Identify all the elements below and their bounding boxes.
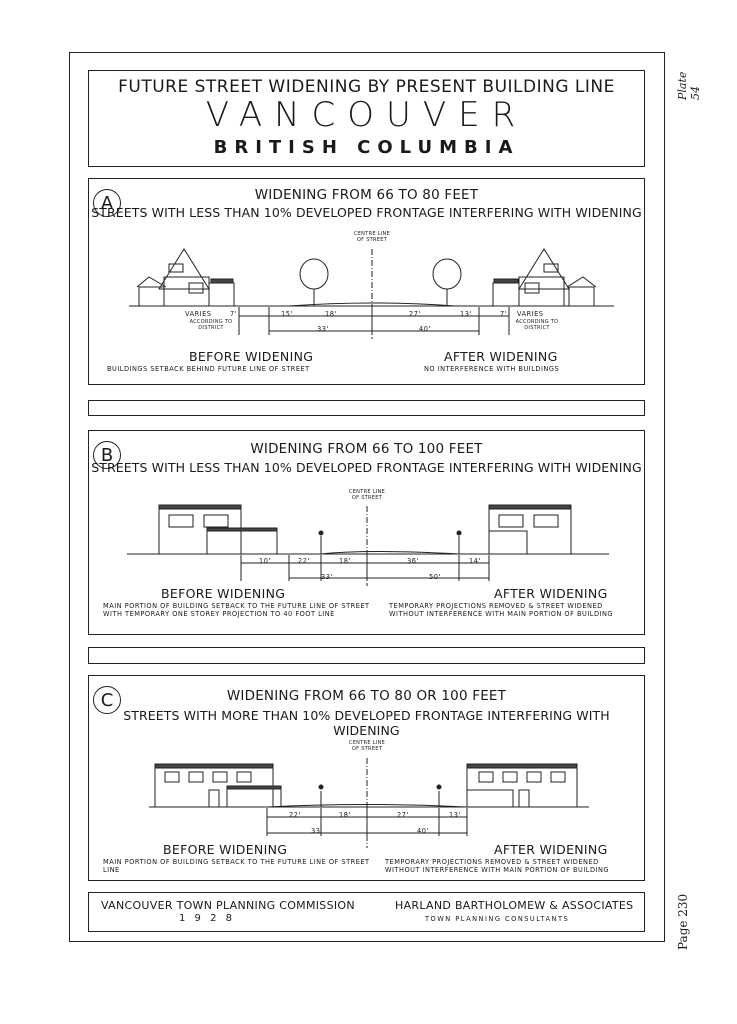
panel-b-after-label: AFTER WIDENING	[494, 586, 608, 601]
panel-c-dim-3: 27'	[397, 811, 409, 819]
panel-a-according-left: ACCORDING TO DISTRICT	[189, 319, 233, 331]
footer-consultants-sub: TOWN PLANNING CONSULTANTS	[425, 915, 570, 923]
panel-a-dim-4: 27'	[409, 310, 421, 318]
panel-a-dim-2: 15'	[281, 310, 293, 318]
panel-c-dim-4: 13'	[449, 811, 461, 819]
panel-b-before-note: MAIN PORTION OF BUILDING SETBACK TO THE …	[103, 602, 370, 618]
separator-box-1	[88, 400, 645, 416]
panel-b-title: WIDENING FROM 66 TO 100 FEET	[250, 441, 483, 457]
page-number: Page 230	[676, 893, 690, 950]
panel-a-dim-3: 18'	[325, 310, 337, 318]
panel-a-varies-left: VARIES	[185, 310, 212, 318]
panel-b-before-label: BEFORE WIDENING	[161, 586, 286, 601]
footer-consultants: HARLAND BARTHOLOMEW & ASSOCIATES	[395, 899, 634, 912]
panel-a-dim-8: 40'	[419, 325, 431, 333]
panel-b-dim-7: 50'	[429, 573, 441, 581]
panel-a-dim-6: 7'	[500, 310, 508, 318]
panel-c-subtitle: STREETS WITH MORE THAN 10% DEVELOPED FRO…	[123, 708, 610, 738]
panel-a-before-note: BUILDINGS SETBACK BEHIND FUTURE LINE OF …	[107, 365, 310, 373]
panel-b-dim-3: 18'	[339, 557, 351, 565]
panel-a-after-note: NO INTERFERENCE WITH BUILDINGS	[424, 365, 560, 373]
plate-frame	[69, 52, 665, 942]
panel-b-dim-2: 22'	[298, 557, 310, 565]
panel-a-according-right: ACCORDING TO DISTRICT	[515, 319, 559, 331]
separator-box-2	[88, 647, 645, 664]
panel-c-dim-5: 33'	[311, 827, 323, 835]
panel-c-letter: C	[93, 686, 121, 714]
panel-c-before-note: MAIN PORTION OF BUILDING SETBACK TO THE …	[103, 858, 370, 874]
panel-a-dim-1: 7'	[230, 310, 238, 318]
panel-b-centre-line-label: CENTRE LINE OF STREET	[348, 489, 386, 501]
panel-c-dim-1: 22'	[289, 811, 301, 819]
panel-b-subtitle: STREETS WITH LESS THAN 10% DEVELOPED FRO…	[91, 460, 642, 475]
panel-a-centre-line-label: CENTRE LINE OF STREET	[353, 231, 391, 243]
panel-a-dim-5: 13'	[460, 310, 472, 318]
footer-commission: VANCOUVER TOWN PLANNING COMMISSION	[101, 899, 355, 912]
panel-b-drawing	[127, 504, 609, 586]
panel-b: B WIDENING FROM 66 TO 100 FEET STREETS W…	[88, 430, 645, 635]
panel-c: C WIDENING FROM 66 TO 80 OR 100 FEET STR…	[88, 675, 645, 881]
panel-c-drawing	[149, 758, 589, 848]
panel-c-dim-6: 40'	[417, 827, 429, 835]
footer-year: 1 9 2 8	[179, 913, 235, 924]
panel-b-after-note: TEMPORARY PROJECTIONS REMOVED & STREET W…	[389, 602, 614, 618]
title-city: VANCOUVER	[205, 95, 528, 135]
panel-a-drawing	[129, 248, 614, 339]
title-province: BRITISH COLUMBIA	[213, 137, 520, 158]
panel-b-letter: B	[93, 441, 121, 469]
panel-a-varies-right: VARIES	[517, 310, 544, 318]
panel-a-after-label: AFTER WIDENING	[444, 349, 558, 364]
panel-c-before-label: BEFORE WIDENING	[163, 842, 288, 857]
footer-box: VANCOUVER TOWN PLANNING COMMISSION 1 9 2…	[88, 892, 645, 932]
title-box: FUTURE STREET WIDENING BY PRESENT BUILDI…	[88, 70, 645, 167]
plate-number: Plate 54	[676, 71, 702, 100]
panel-b-dim-4: 36'	[407, 557, 419, 565]
panel-b-dim-6: 33'	[321, 573, 333, 581]
panel-c-centre-line-label: CENTRE LINE OF STREET	[348, 740, 386, 752]
panel-a-before-label: BEFORE WIDENING	[189, 349, 314, 364]
title-line-1: FUTURE STREET WIDENING BY PRESENT BUILDI…	[118, 77, 615, 97]
panel-a-subtitle: STREETS WITH LESS THAN 10% DEVELOPED FRO…	[91, 205, 642, 220]
panel-a: A WIDENING FROM 66 TO 80 FEET STREETS WI…	[88, 178, 645, 385]
panel-b-dim-1: 10'	[259, 557, 271, 565]
panel-a-letter: A	[93, 189, 121, 217]
panel-c-after-note: TEMPORARY PROJECTIONS REMOVED & STREET W…	[385, 858, 610, 874]
panel-c-after-label: AFTER WIDENING	[494, 842, 608, 857]
panel-c-dim-2: 18'	[339, 811, 351, 819]
panel-c-title: WIDENING FROM 66 TO 80 OR 100 FEET	[226, 688, 507, 704]
panel-b-dim-5: 14'	[469, 557, 481, 565]
panel-a-title: WIDENING FROM 66 TO 80 FEET	[254, 187, 479, 203]
panel-a-dim-7: 33'	[317, 325, 329, 333]
